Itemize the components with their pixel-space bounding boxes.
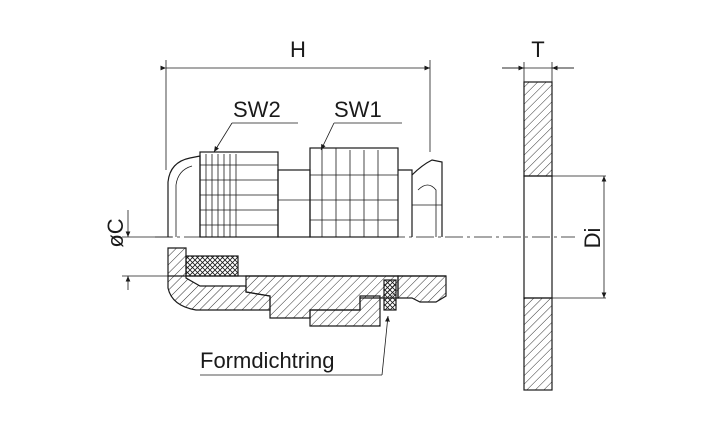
label-h: H bbox=[290, 37, 306, 62]
gland-section-view bbox=[167, 247, 447, 327]
leader-sw1: SW1 bbox=[320, 97, 402, 151]
leader-formdichtring: Formdichtring bbox=[200, 315, 390, 376]
gland-exterior-view bbox=[167, 147, 443, 238]
label-formdichtring: Formdichtring bbox=[200, 348, 334, 373]
dimension-oc: øC bbox=[103, 210, 188, 290]
label-di: Di bbox=[580, 228, 605, 249]
label-sw2: SW2 bbox=[233, 97, 281, 122]
dimension-di: Di bbox=[580, 176, 607, 298]
wall-plate-section bbox=[523, 81, 606, 391]
label-sw1: SW1 bbox=[334, 97, 382, 122]
dimension-h: H bbox=[160, 37, 431, 170]
label-t: T bbox=[531, 37, 544, 62]
leader-sw2: SW2 bbox=[213, 97, 298, 153]
label-oc: øC bbox=[103, 218, 128, 247]
dimension-t: T bbox=[502, 37, 574, 82]
